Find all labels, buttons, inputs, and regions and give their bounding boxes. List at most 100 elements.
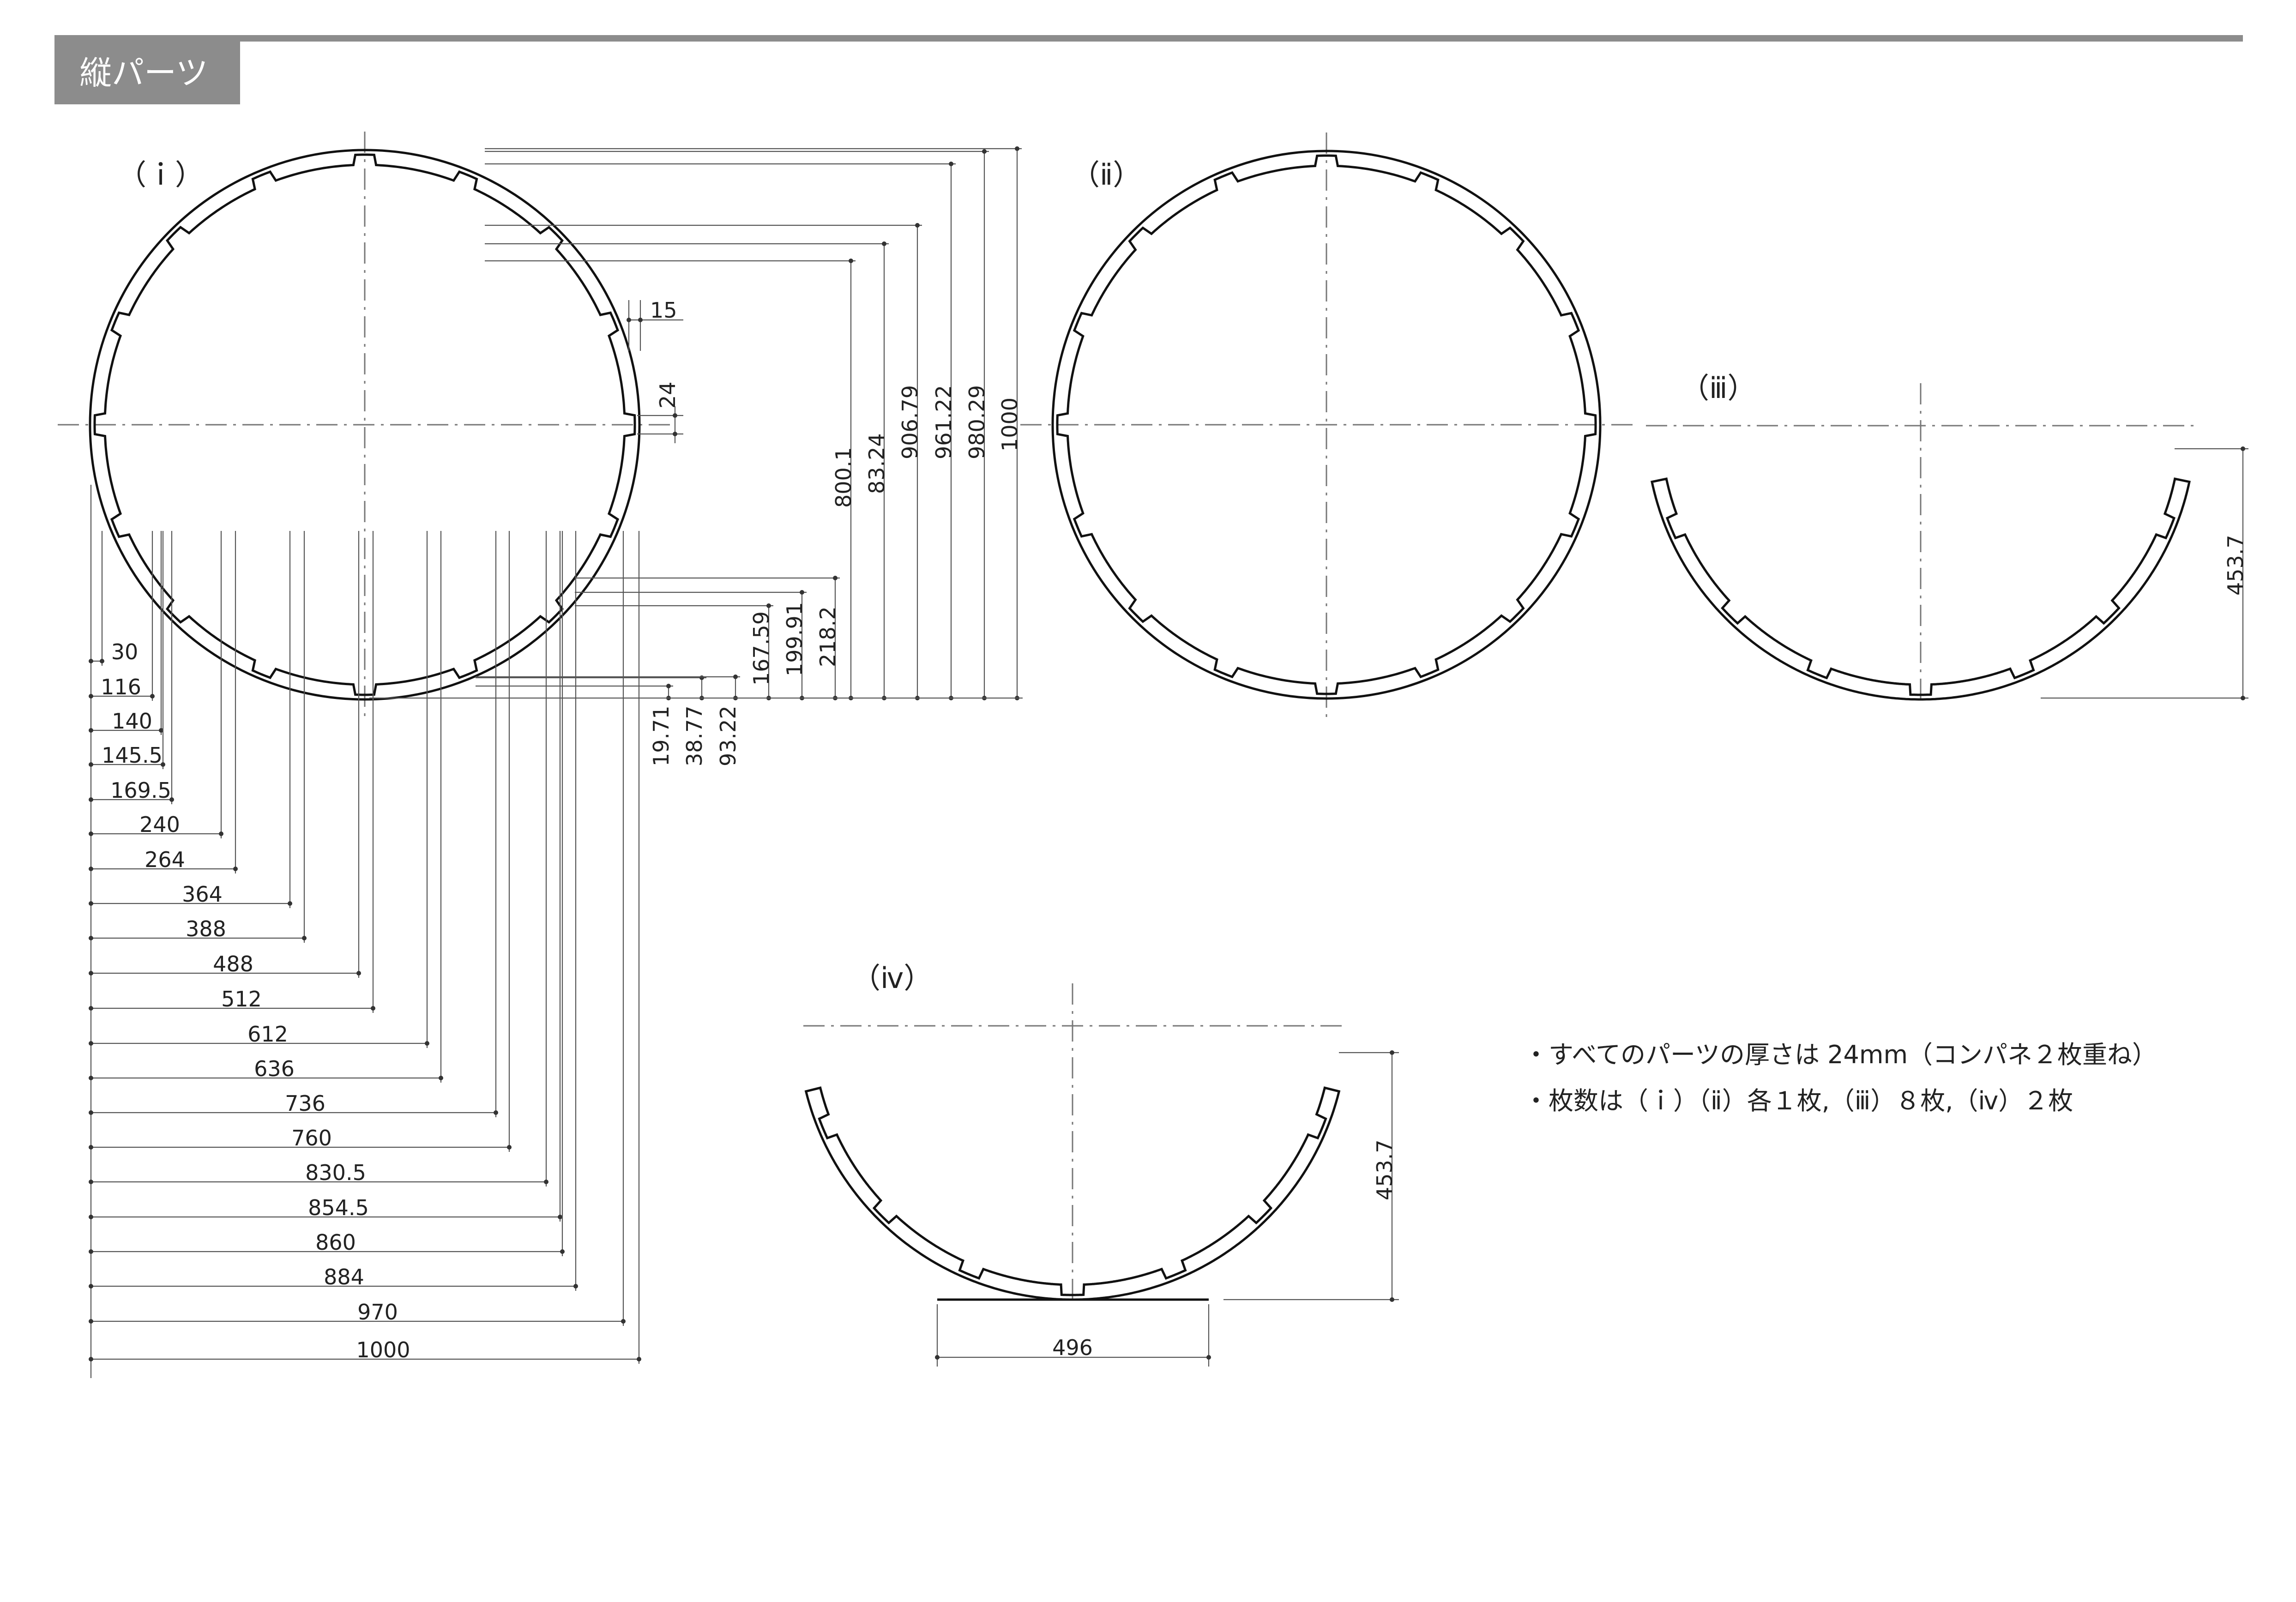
dim-label: 240 — [139, 812, 180, 837]
dimension-dot — [507, 1145, 512, 1150]
dim-label: 24 — [655, 381, 680, 409]
dimension-dot — [1390, 1050, 1394, 1055]
dim-label: 800.1 — [831, 447, 856, 508]
dimension-dot — [288, 901, 292, 906]
dimension-dot — [89, 1180, 93, 1184]
dimension-dot — [638, 318, 643, 322]
ring-inner-edge — [1056, 154, 1597, 695]
dimension-dot — [1015, 146, 1019, 151]
dim-label: 736 — [285, 1091, 325, 1116]
dim-label: 980.29 — [964, 385, 989, 459]
dim-label: 1000 — [997, 397, 1022, 452]
dimension-dot — [89, 728, 93, 733]
dimension-dot — [935, 1355, 940, 1360]
dim-label: 388 — [186, 916, 226, 941]
dimension-dot — [2241, 696, 2245, 700]
header-rule — [54, 35, 2243, 42]
dimension-dot — [2241, 446, 2245, 451]
dim-label: 830.5 — [305, 1160, 366, 1185]
dimension-lines — [89, 146, 2248, 1378]
dim-label: 854.5 — [308, 1195, 369, 1220]
ring-inner-edge — [93, 153, 636, 696]
dim-label: 30 — [111, 639, 139, 664]
dim-label: 1000 — [356, 1337, 410, 1362]
dim-label: 19.71 — [649, 705, 674, 766]
dimension-dot — [89, 1215, 93, 1219]
dim-label: 496 — [1052, 1335, 1093, 1360]
dim-label: 906.79 — [898, 385, 922, 459]
dim-label: 140 — [112, 709, 152, 734]
dimension-dot — [833, 576, 838, 580]
bowl-outline — [804, 1086, 1341, 1301]
dimension-dot — [666, 684, 671, 688]
dimension-dot — [439, 1076, 443, 1080]
dimension-dot — [89, 694, 93, 699]
note-quantity: ・枚数は（ｉ）（ⅱ）各１枚,（ⅲ）８枚,（ⅳ）２枚 — [1524, 1086, 2073, 1115]
dimension-dot — [915, 223, 920, 228]
dimension-dot — [356, 971, 361, 976]
dimension-dot — [89, 901, 93, 906]
dim-label: 364 — [182, 882, 223, 907]
dimension-dot — [560, 1249, 565, 1254]
dim-label: 860 — [315, 1230, 356, 1255]
dim-label: 488 — [213, 952, 253, 976]
part-label-i: （ｉ） — [118, 158, 204, 192]
dimension-dot — [89, 762, 93, 767]
dimension-dot — [573, 1284, 578, 1289]
dimension-dot — [89, 867, 93, 871]
dimension-dot — [733, 675, 738, 679]
dimension-dot — [89, 1076, 93, 1080]
dimension-dot — [89, 936, 93, 940]
dimension-dot — [89, 1249, 93, 1254]
part-label-iii: （ⅲ） — [1681, 371, 1756, 405]
dimension-dot — [558, 1215, 562, 1219]
dimension-dot — [882, 241, 886, 246]
dimension-dot — [766, 603, 771, 608]
center-lines — [58, 132, 2195, 1307]
dim-label: 760 — [291, 1126, 332, 1150]
dimension-dot — [219, 831, 223, 836]
dimension-dot — [425, 1041, 429, 1046]
dim-label: 145.5 — [102, 743, 163, 768]
dimension-dot — [89, 1357, 93, 1361]
dimension-dot — [637, 1357, 641, 1361]
dimension-dot — [89, 797, 93, 802]
dimension-dot — [1390, 1297, 1394, 1302]
dimension-dot — [89, 1041, 93, 1046]
dim-label: 15 — [650, 298, 677, 323]
dim-label: 512 — [221, 987, 262, 1012]
dimension-dot — [949, 162, 953, 166]
dimension-dot — [849, 259, 853, 263]
dimension-dot — [1206, 1355, 1211, 1360]
dimension-dot — [302, 936, 307, 940]
vertical-dimension-labels: 800.1 83.24 906.79 961.22 980.29 1000 16… — [649, 381, 2248, 1200]
dim-label: 38.77 — [682, 705, 707, 766]
dimension-dot — [89, 1110, 93, 1115]
dimension-dot — [494, 1110, 498, 1115]
dimension-dot — [371, 1006, 375, 1011]
note-thickness: ・すべてのパーツの厚さは 24mm（コンパネ２枚重ね） — [1524, 1040, 2157, 1069]
dimension-dot — [233, 867, 238, 871]
part-label-iv: （ⅳ） — [852, 961, 932, 995]
dimension-dot — [169, 797, 174, 802]
dimension-dot — [89, 1145, 93, 1150]
dimension-dot — [89, 1006, 93, 1011]
dim-label: 167.59 — [749, 611, 774, 686]
dimension-dot — [89, 659, 93, 663]
part-label-ii: （ⅱ） — [1071, 158, 1141, 192]
page-title: 縦パーツ — [54, 42, 240, 104]
dimension-dot — [982, 149, 987, 154]
dimension-dot — [627, 318, 631, 322]
dimension-dot — [161, 762, 165, 767]
dim-label: 93.22 — [716, 705, 741, 766]
dimension-dot — [621, 1319, 626, 1324]
dim-label: 264 — [145, 847, 185, 872]
dim-label: 612 — [247, 1022, 288, 1047]
dimension-dot — [89, 1284, 93, 1289]
dim-label: 453.7 — [1372, 1139, 1397, 1200]
dimension-dot — [673, 413, 677, 418]
dimension-dot — [159, 728, 163, 733]
dimension-dot — [150, 694, 155, 699]
part-outlines — [89, 149, 2191, 1301]
dim-label: 970 — [357, 1300, 398, 1325]
